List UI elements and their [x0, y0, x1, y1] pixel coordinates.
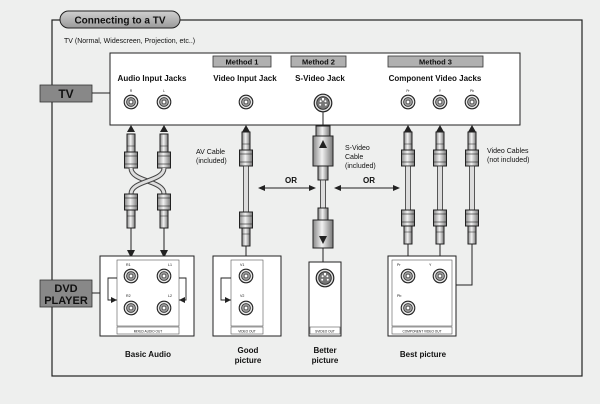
- dvd-video-panel: V1 V2 VIDEO OUT: [212, 255, 282, 337]
- caption-better-line1: Better: [313, 346, 336, 355]
- dvd-audio-l1-jack-icon: [156, 268, 172, 284]
- caption-basic-audio: Basic Audio: [125, 350, 171, 359]
- dvd-component-y-jack-icon: [432, 268, 448, 284]
- tv-jack-label-pr: Pr: [406, 89, 410, 93]
- dvd-jack-label-l1: L1: [168, 263, 172, 267]
- dvd-svideo-jack-icon: [315, 268, 335, 288]
- or-label-right: OR: [363, 176, 375, 185]
- tv-video-jack-icon: [238, 94, 254, 110]
- av-cable-label-line1: AV Cable: [196, 149, 225, 156]
- video-cables-label-line2: (not included): [487, 157, 529, 164]
- dvd-jack-label-r1: R1: [126, 263, 131, 267]
- svideo-cable: [312, 112, 334, 262]
- tv-audio-l-jack-icon: [156, 94, 172, 110]
- title-tab: Connecting to a TV: [59, 10, 181, 29]
- svideo-jack-label: S-Video Jack: [295, 74, 345, 83]
- method-2-label: Method 2: [302, 58, 335, 67]
- or-connector-right: OR: [334, 175, 400, 191]
- dvd-video-v2-jack-icon: [238, 300, 254, 316]
- method-1-tab: Method 1: [212, 55, 272, 68]
- video-input-jack-label: Video Input Jack: [213, 74, 277, 83]
- dvd-audio-r1-jack-icon: [123, 268, 139, 284]
- tv-jack-label-r: R: [130, 89, 133, 93]
- av-cable-label-line2: (included): [196, 158, 227, 165]
- av-cable: [239, 125, 253, 264]
- tv-types-subtitle: TV (Normal, Widescreen, Projection, etc.…: [64, 38, 195, 45]
- dvd-player-label-box: DVD PLAYER: [39, 279, 93, 308]
- dvd-jack-label-r2: R2: [126, 294, 131, 298]
- dvd-label-line2: PLAYER: [44, 295, 88, 307]
- mixed-audio-out-label: MIXED AUDIO OUT: [134, 329, 163, 333]
- dvd-audio-panel: R1 L1 R2 L2 MIXED AUDIO OUT: [99, 255, 195, 337]
- dvd-jack-label-y: Y: [429, 263, 432, 267]
- tv-jack-label-l: L: [163, 89, 165, 93]
- caption-best-picture: Best picture: [400, 350, 447, 359]
- svideo-cable-label-line2: Cable: [345, 154, 363, 161]
- method-2-tab: Method 2: [290, 55, 347, 68]
- dvd-jack-label-v1: V1: [240, 263, 244, 267]
- dvd-audio-l2-jack-icon: [156, 300, 172, 316]
- svideo-out-label: SVIDEO OUT: [315, 329, 335, 333]
- component-video-out-label: COMPONENT VIDEO OUT: [402, 329, 441, 333]
- dvd-jack-label-pb: Pb: [397, 294, 401, 298]
- audio-cable: [124, 125, 171, 258]
- dvd-audio-r2-jack-icon: [123, 300, 139, 316]
- video-cables-label-line1: Video Cables: [487, 148, 529, 155]
- dvd-jack-label-l2: L2: [168, 294, 172, 298]
- method-3-label: Method 3: [419, 58, 452, 67]
- tv-jack-label-pb: Pb: [470, 89, 474, 93]
- or-connector-left: OR: [258, 175, 316, 191]
- method-1-label: Method 1: [226, 58, 259, 67]
- dvd-component-pb-jack-icon: [400, 300, 416, 316]
- dvd-svideo-panel: SVIDEO OUT: [308, 261, 342, 337]
- svideo-cable-label-line3: (included): [345, 163, 376, 170]
- tv-label: TV: [58, 87, 73, 101]
- tv-audio-r-jack-icon: [123, 94, 139, 110]
- video-out-label: VIDEO OUT: [238, 329, 256, 333]
- tv-jack-label-y: Y: [439, 89, 442, 93]
- tv-component-y-jack-icon: [432, 94, 448, 110]
- caption-good-line1: Good: [238, 346, 259, 355]
- dvd-jack-label-pr: Pr: [397, 263, 401, 267]
- caption-good-line2: picture: [235, 356, 262, 365]
- tv-label-box: TV: [39, 84, 93, 103]
- dvd-component-panel: Pr Y Pb COMPONENT VIDEO OUT: [387, 255, 457, 337]
- component-video-jacks-label: Component Video Jacks: [389, 74, 482, 83]
- page-title: Connecting to a TV: [74, 16, 165, 27]
- dvd-video-v1-jack-icon: [238, 268, 254, 284]
- tv-component-pb-jack-icon: [464, 94, 480, 110]
- dvd-jack-label-v2: V2: [240, 294, 244, 298]
- dvd-component-pr-jack-icon: [400, 268, 416, 284]
- method-3-tab: Method 3: [387, 55, 484, 68]
- or-label-left: OR: [285, 176, 297, 185]
- tv-svideo-jack-icon: [313, 93, 333, 113]
- svideo-cable-label-line1: S-Video: [345, 145, 370, 152]
- audio-input-jacks-label: Audio Input Jacks: [118, 74, 187, 83]
- outer-frame: [51, 19, 583, 377]
- tv-component-pr-jack-icon: [400, 94, 416, 110]
- dvd-label-line1: DVD: [54, 283, 77, 295]
- caption-better-line2: picture: [312, 356, 339, 365]
